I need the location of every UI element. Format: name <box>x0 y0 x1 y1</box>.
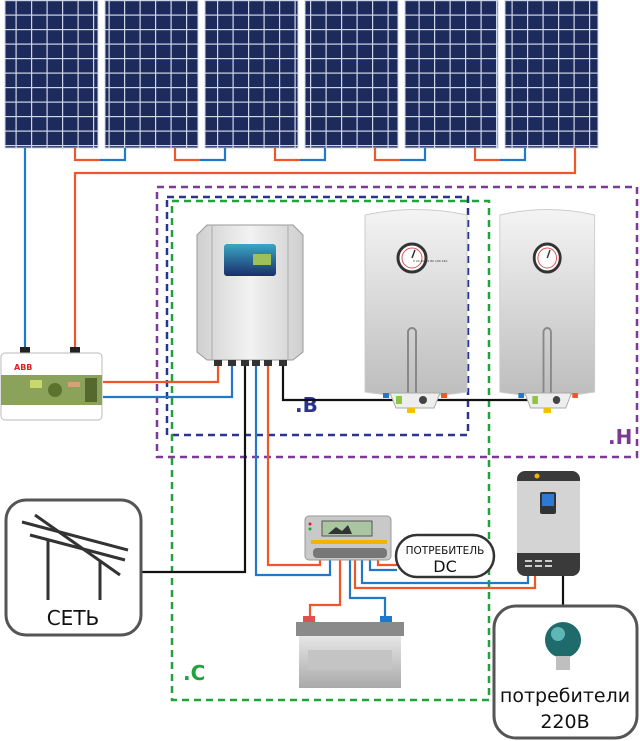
dc-load-line1: ПОТРЕБИТЕЛЬ <box>406 545 485 557</box>
solar-panel <box>204 0 299 149</box>
zone-B-border <box>165 195 470 437</box>
water-heater-2 <box>499 209 596 413</box>
dc-load: ПОТРЕБИТЕЛЬ DC <box>394 533 496 579</box>
ac-load-line2: 220В <box>540 711 589 733</box>
dc-load-line2: DC <box>433 557 457 576</box>
gauge-ticks: 0 20 40 60 80 100 120 <box>413 259 447 263</box>
grid-label: СЕТЬ <box>47 606 100 630</box>
solar-panel <box>504 0 599 149</box>
solar-panel <box>4 0 99 149</box>
zone-H-label: .H <box>608 425 632 449</box>
battery <box>296 616 404 688</box>
hybrid-inverter <box>517 471 580 576</box>
grid-connection: СЕТЬ <box>4 498 143 637</box>
solar-panel <box>404 0 499 149</box>
combiner-box: ABB <box>0 347 103 421</box>
solar-panels <box>4 0 599 149</box>
ac-load-line1: потребители <box>500 685 630 707</box>
zone-B-label: .B <box>295 393 318 417</box>
solar-panel <box>104 0 199 149</box>
zone-C-label: .C <box>183 661 205 685</box>
grid-inverter <box>196 224 304 366</box>
water-heater-1 <box>364 209 468 413</box>
solar-panel <box>304 0 399 149</box>
string-wiring <box>23 148 577 352</box>
zone-C-border <box>170 199 491 702</box>
charge-controller <box>304 515 392 561</box>
zone-H-border <box>155 185 639 459</box>
ac-load: потребители 220В <box>492 604 639 740</box>
abb-logo: ABB <box>14 363 32 372</box>
